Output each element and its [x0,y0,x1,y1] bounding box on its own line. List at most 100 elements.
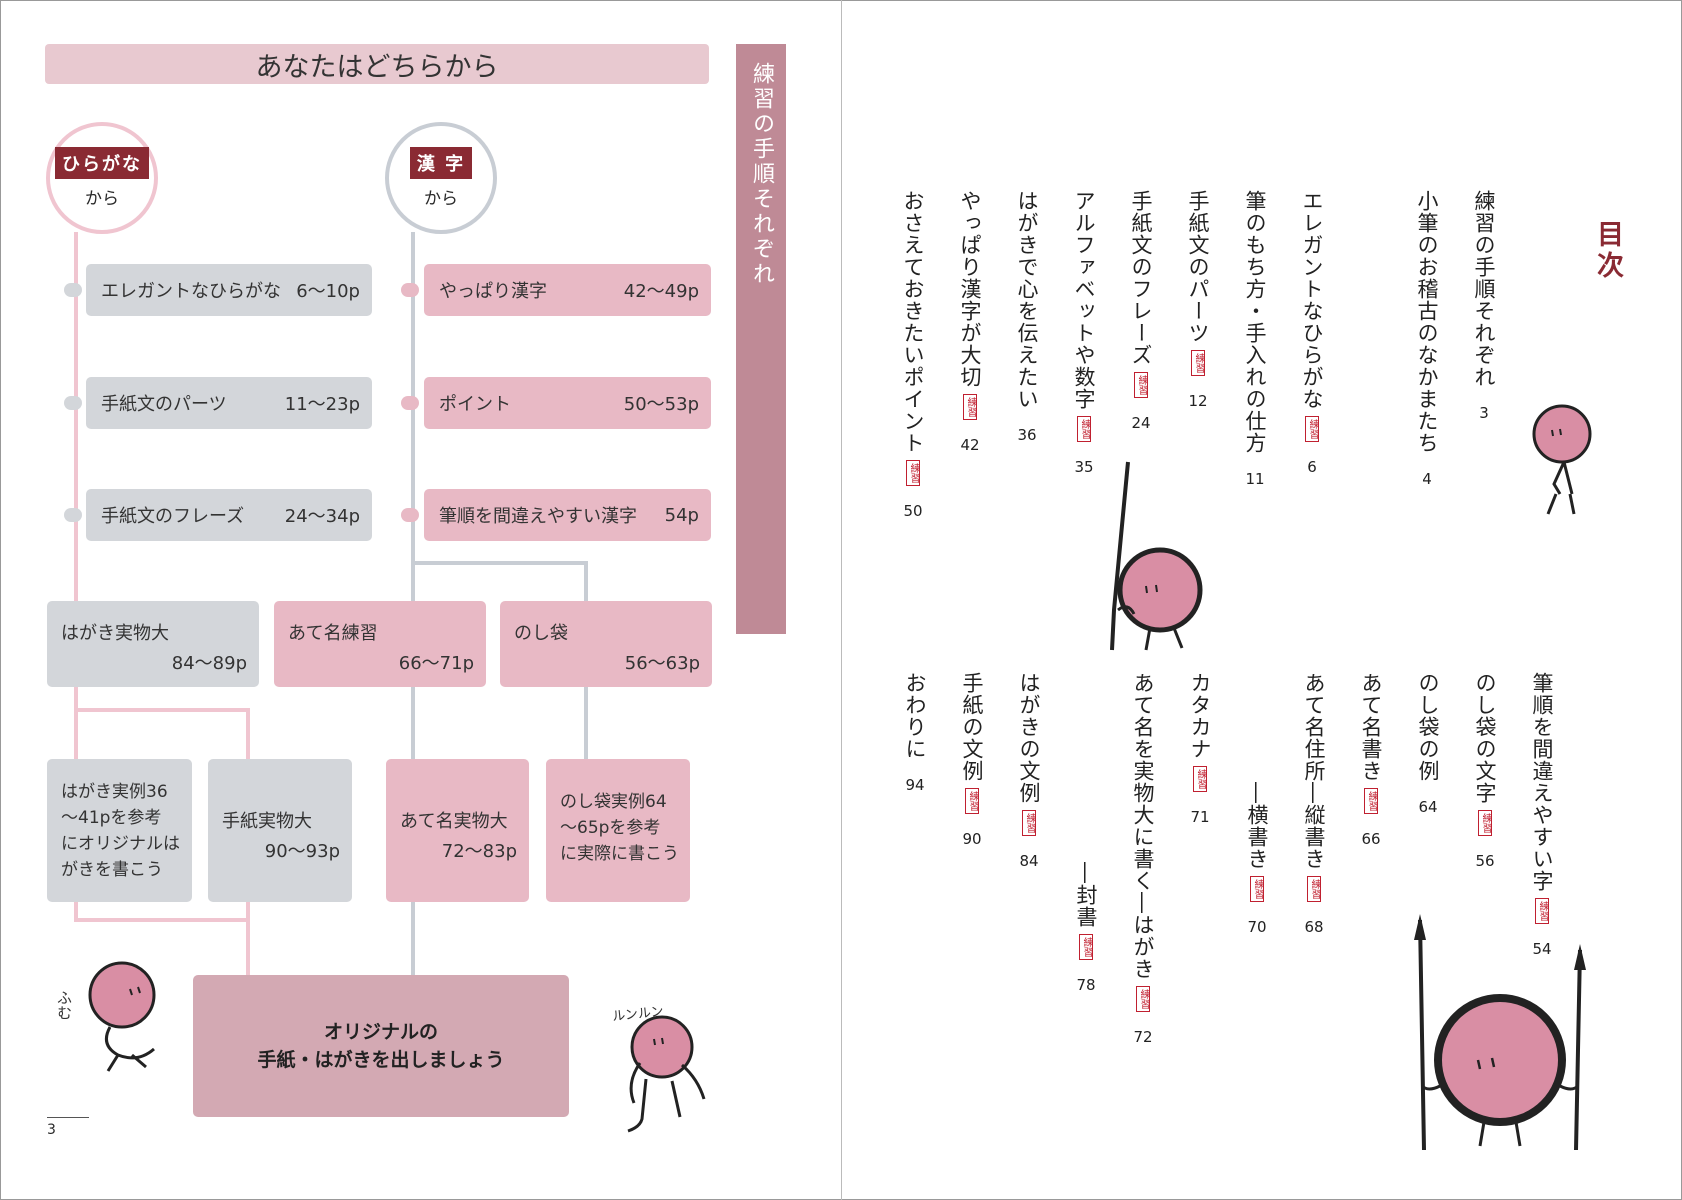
toc-page: 84 [1019,852,1039,870]
toc-entry: ―封書 練習 78 [1067,862,1105,994]
box-label: のし袋 [514,623,568,644]
toc-page: 6 [1307,458,1317,476]
hiragana-sub: から [85,189,119,209]
toc-title: おさえておきたいポイント [901,190,925,454]
hand-fumu: ふむ [55,990,73,1020]
toc-page: 12 [1188,392,1208,410]
kanji-label: 漢 字 [409,147,473,179]
toc-entry: 手紙文のパーツ 練習 12 [1179,190,1217,410]
practice-tag: 練習 [1191,350,1205,376]
mascot-eyes [129,986,141,996]
box-line: のし袋実例64 [560,792,667,812]
mascot-happy-illustration [627,1015,706,1133]
toc-entry: はがきで心を伝えたい 36 [1008,190,1046,444]
final-line: 手紙・はがきを出しましょう [257,1049,505,1071]
mascot-body [627,1062,706,1133]
mascot-spears-illustration [1414,914,1586,1151]
hira-branch-line [74,708,250,712]
toc-entry: あて名書き 練習 66 [1352,672,1390,848]
noshi-box: のし袋 56～63p [500,601,712,687]
box-label: あて名実物大 [400,811,508,832]
toc-page: 94 [905,776,925,794]
practice-tag: 練習 [1305,416,1319,442]
toc-entry: おわりに 94 [896,672,934,794]
letter-size-box: 手紙実物大 90～93p [208,759,352,902]
practice-tag: 練習 [1134,372,1148,398]
hagaki-size-box: はがき実物大 84～89p [47,601,259,687]
toc-title: あて名を実物大に書く―はがき [1131,672,1155,980]
practice-tag: 練習 [1535,898,1549,924]
toc-entry: ―横書き 練習 70 [1238,782,1276,936]
hira-connector-nub [64,396,82,410]
toc-title: 小筆のお稽古のなかまたち [1415,190,1439,454]
toc-title: アルファベットや数字 [1072,190,1096,410]
kanji-branch-line [411,561,588,565]
step-pages: 42～49p [623,281,699,302]
toc-title: はがきで心を伝えたい [1015,190,1039,410]
toc-title: のし袋の文字 [1473,672,1497,804]
step-label: やっぱり漢字 [439,281,547,302]
toc-page: 11 [1245,470,1265,488]
step-pages: 24～34p [284,506,360,527]
box-label: あて名練習 [288,623,378,644]
kanji-step-box: ポイント 50～53p [424,377,711,429]
practice-tag: 練習 [906,460,920,486]
toc-entry: カタカナ 練習 71 [1181,672,1219,826]
kanji-connector-nub [401,508,419,522]
mascot-arms-legs [1117,605,1184,651]
box-pages: 66～71p [398,653,474,674]
toc-title: はがきの文例 [1017,672,1041,804]
spear-poles [1418,919,1582,1151]
toc-title: エレガントなひらがな [1300,190,1324,410]
toc-title: 筆のもち方・手入れの仕方 [1243,190,1267,454]
step-pages: 11～23p [284,394,360,415]
brush-handle [1110,461,1130,651]
final-line: オリジナルの [323,1021,438,1043]
toc-page: 78 [1076,976,1096,994]
toc-entry: はがきの文例 練習 84 [1010,672,1048,870]
hira-branch-drop [246,708,250,760]
practice-tag: 練習 [1022,810,1036,836]
toc-entry: 小筆のお稽古のなかまたち 4 [1408,190,1446,488]
toc-title: 手紙文のパーツ [1186,190,1210,344]
toc-page: 3 [1479,404,1489,422]
kanji-sub: から [424,189,458,209]
toc-title: あて名書き [1359,672,1383,782]
step-label: 手紙文のパーツ [101,394,227,415]
box-pages: 84～89p [171,653,247,674]
toc-entry: 筆のもち方・手入れの仕方 11 [1236,190,1274,488]
step-pages: 54p [664,504,699,526]
page-number-rule [47,1117,89,1118]
mascot-arms-legs [1420,1084,1580,1147]
kanji-step-box: 筆順を間違えやすい漢字 54p [424,489,711,541]
hira-connector-nub [64,508,82,522]
mascot-head [88,961,156,1029]
hira-trunk-line [74,232,78,920]
practice-tag: 練習 [1136,986,1150,1012]
toc-entry: のし袋の文字 練習 56 [1466,672,1504,870]
practice-tag: 練習 [1364,788,1378,814]
practice-tag: 練習 [1250,876,1264,902]
step-label: ポイント [439,394,511,415]
box-label: 手紙実物大 [222,811,312,832]
mascot-head [1532,404,1592,464]
toc-page: 36 [1017,426,1037,444]
practice-tag: 練習 [1478,810,1492,836]
box-pages: 90～93p [264,841,340,862]
toc-page: 50 [903,502,923,520]
toc-page: 66 [1361,830,1381,848]
toc-entry: 手紙の文例 練習 90 [953,672,991,848]
toc-entry: 筆順を間違えやすい字 練習 54 [1523,672,1561,958]
side-label-band: 練習の手順それぞれ [736,44,786,634]
mascot-head [630,1015,694,1079]
mascot-eyes [1145,584,1158,594]
practice-tag: 練習 [1307,876,1321,902]
toc-page: 64 [1418,798,1438,816]
hira-step-box: エレガントなひらがな 6～10p [86,264,372,316]
step-label: エレガントなひらがな [101,281,281,302]
mascot-thinking-illustration [88,961,156,1072]
box-line: にオリジナルは [61,834,180,854]
box-line: に実際に書こう [560,844,679,864]
mascot-head [1434,994,1566,1126]
toc-page: 54 [1532,940,1552,958]
